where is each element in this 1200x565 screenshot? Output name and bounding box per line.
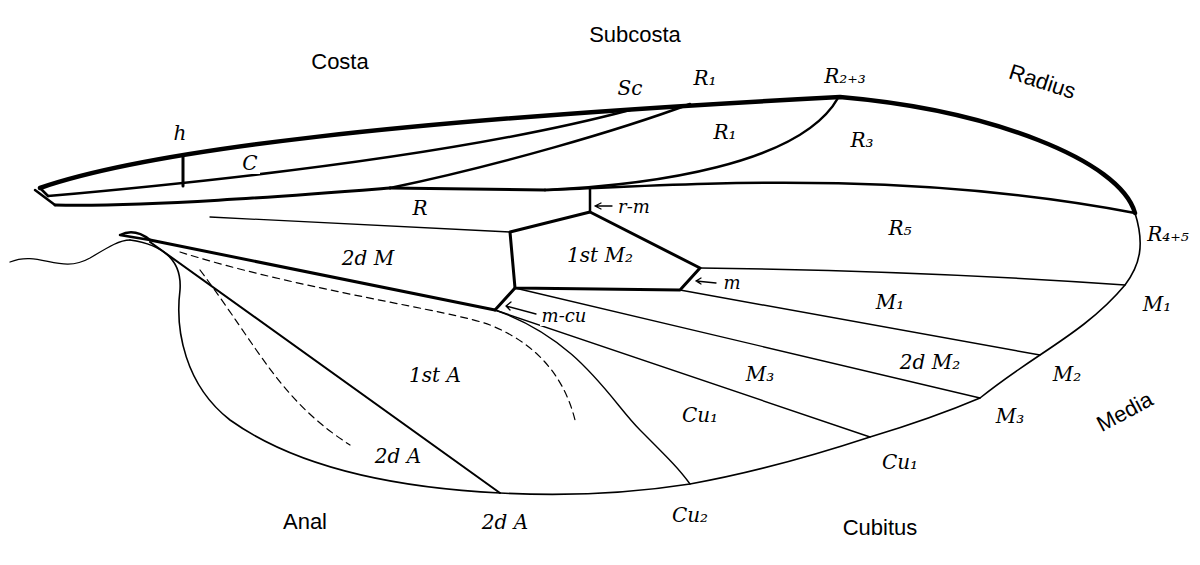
vein-group-name: Subcosta xyxy=(587,23,683,47)
mcu-crossvein xyxy=(495,288,515,310)
media-stem xyxy=(210,217,510,232)
radius-vein xyxy=(55,188,390,205)
vein-group-name: Costa xyxy=(309,50,370,74)
discal-cell xyxy=(510,212,700,290)
r1-vein xyxy=(390,104,690,188)
vein-label: r-m xyxy=(616,197,652,217)
vein-label: 2d A xyxy=(373,445,423,467)
vein-group-name: Anal xyxy=(281,510,329,534)
vein-group-name: Media xyxy=(1091,386,1159,437)
vein-label: Sc xyxy=(616,77,645,99)
vein-label: C xyxy=(240,152,259,174)
wing-base-fold xyxy=(10,240,130,264)
cu1-vein xyxy=(495,310,870,437)
wing-margin xyxy=(130,97,1140,494)
vein-label: m-cu xyxy=(540,306,589,326)
vein-label: 1st M₂ xyxy=(565,244,635,266)
vein-label: M₂ xyxy=(1051,363,1084,385)
cubitus-vein xyxy=(150,240,495,310)
pointer-arrow xyxy=(506,302,536,314)
vein-label: R₁ xyxy=(711,121,738,143)
subcosta-vein xyxy=(48,110,630,196)
vein-label: M₃ xyxy=(994,405,1027,427)
pointer-arrow xyxy=(696,278,716,284)
vein-label: R xyxy=(410,197,429,219)
r23-vein xyxy=(545,98,838,190)
cu2-vein xyxy=(495,310,690,484)
vein-label: R₁ xyxy=(691,67,718,89)
anal-fold xyxy=(200,270,350,445)
vein-label: M₁ xyxy=(874,291,907,313)
vein-label: 1st A xyxy=(407,364,463,386)
costa-vein xyxy=(40,97,1135,213)
pointer-arrow xyxy=(595,203,612,209)
vein-label: 2d A xyxy=(480,511,530,533)
vein-label: m xyxy=(721,273,742,293)
vein-label: M₃ xyxy=(744,363,777,385)
vein-group-name: Radius xyxy=(1004,59,1080,104)
vein-label: R₃ xyxy=(848,129,875,151)
vein-label: R₂₊₃ xyxy=(822,65,868,87)
vein-label: Cu₁ xyxy=(680,404,720,426)
vein-label: R₅ xyxy=(886,217,913,239)
vein-label: Cu₂ xyxy=(670,504,710,526)
vein-label: 2d M xyxy=(340,247,396,269)
rm-crossvein xyxy=(589,188,592,212)
second-anal-vein xyxy=(150,242,500,493)
vein-label: h xyxy=(172,122,189,144)
vein-label: R₄₊₅ xyxy=(1145,223,1191,245)
first-anal-vein xyxy=(180,252,575,420)
vein-label: 2d M₂ xyxy=(898,351,962,373)
vein-group-name: Cubitus xyxy=(841,516,920,540)
wing-base xyxy=(35,188,150,240)
vein-label: Cu₁ xyxy=(880,451,920,473)
m2-vein xyxy=(680,290,1040,355)
m1-vein xyxy=(700,268,1125,285)
m3-vein xyxy=(515,288,980,398)
vein-label: M₁ xyxy=(1141,293,1174,315)
radial-sector xyxy=(390,188,545,190)
